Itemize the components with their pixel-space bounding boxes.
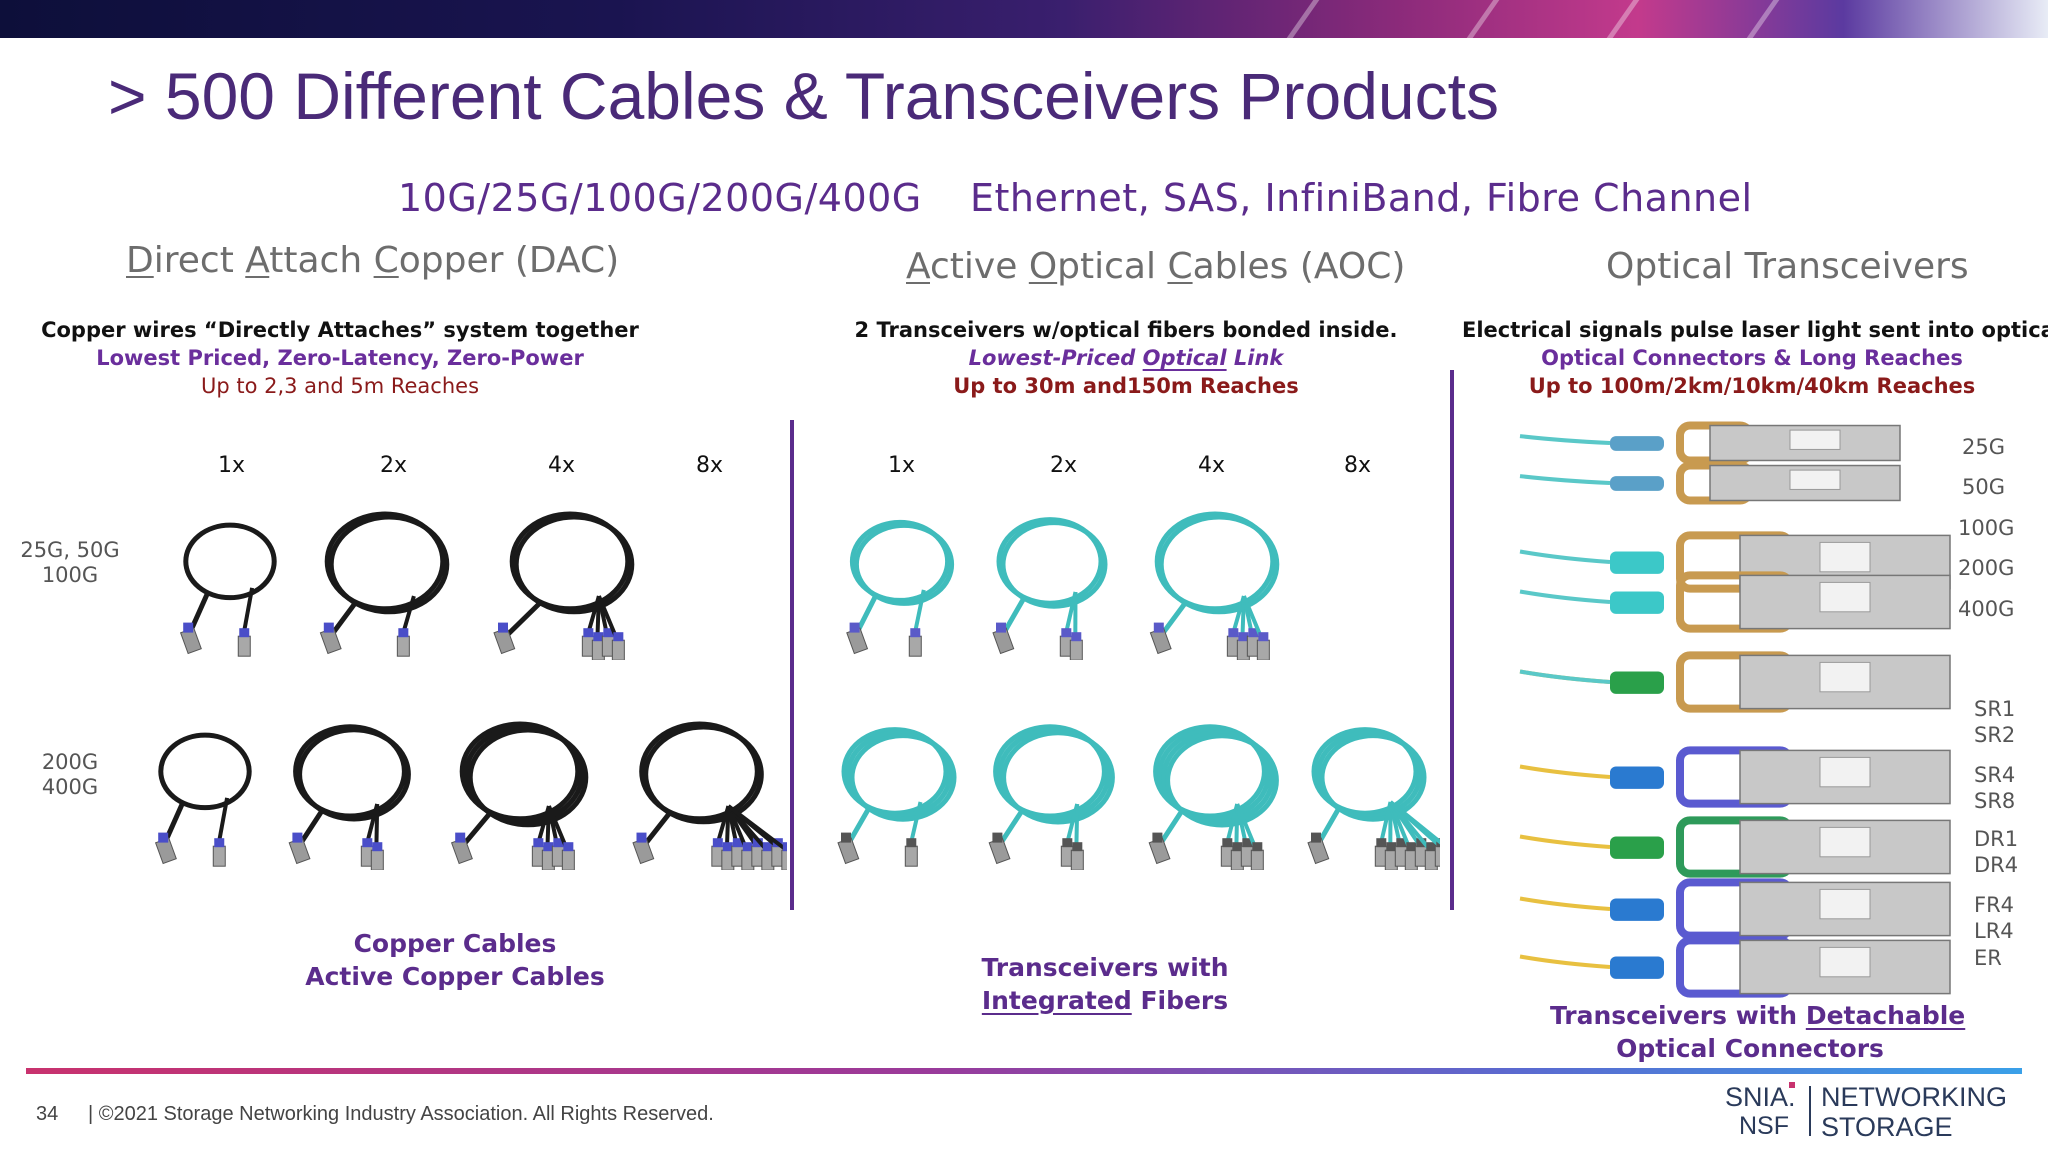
aoc-mult-4x: 4x xyxy=(1198,453,1226,478)
dac-mult-2x: 2x xyxy=(380,453,408,478)
aoc-cable-200g-2x xyxy=(988,724,1115,870)
column-divider-1 xyxy=(790,420,794,910)
dac-mult-8x: 8x xyxy=(696,453,724,478)
optical-speed-400g: 400G xyxy=(1958,597,2015,621)
svg-text:NETWORKING: NETWORKING xyxy=(1821,1082,2007,1112)
dac-cable-25g-2x xyxy=(319,511,450,657)
dac-cable-200g-4x xyxy=(450,721,589,870)
dac-heading: Direct Attach Copper (DAC) xyxy=(126,240,620,281)
aoc-cable-25g-1x xyxy=(846,519,955,657)
dac-desc-2: Lowest Priced, Zero-Latency, Zero-Power xyxy=(96,346,584,370)
dac-cable-25g-4x xyxy=(493,511,635,660)
copyright-text: | ©2021 Storage Networking Industry Asso… xyxy=(88,1103,714,1125)
optical-transceiver-1 xyxy=(1519,421,1901,465)
optical-transceiver-8 xyxy=(1519,878,1951,940)
optical-transceiver-6 xyxy=(1519,746,1951,808)
aoc-cable-200g-8x xyxy=(1307,727,1440,870)
protocols-line: Ethernet, SAS, InfiniBand, Fibre Channel xyxy=(970,176,1753,220)
dac-description: Copper wires “Directly Attaches” system … xyxy=(40,318,640,398)
aoc-mult-8x: 8x xyxy=(1344,453,1372,478)
aoc-desc-3: Up to 30m and150m Reaches xyxy=(953,374,1299,398)
optical-description: Electrical signals pulse laser light sen… xyxy=(1462,318,2048,398)
dac-mult-1x: 1x xyxy=(218,453,246,478)
optical-speed-50g: 50G xyxy=(1962,475,2005,499)
optical-desc-3: Up to 100m/2km/10km/40km Reaches xyxy=(1528,374,1976,398)
optical-transceiver-7 xyxy=(1519,816,1951,878)
optical-speed-100g: 100G xyxy=(1958,516,2015,540)
svg-text:NSF: NSF xyxy=(1739,1112,1789,1140)
optical-transceiver-2 xyxy=(1519,461,1901,505)
dac-cable-200g-2x xyxy=(288,724,411,870)
dac-desc-3: Up to 2,3 and 5m Reaches xyxy=(200,374,480,398)
aoc-mult-2x: 2x xyxy=(1050,453,1078,478)
optical-caption: Transceivers with Detachable Optical Con… xyxy=(1550,1001,1966,1063)
dac-cable-200g-1x xyxy=(154,732,252,867)
svg-text:SNIA.: SNIA. xyxy=(1725,1082,1796,1112)
optical-desc-1: Electrical signals pulse laser light sen… xyxy=(1462,318,2048,342)
optical-speed-200g: 200G xyxy=(1958,556,2015,580)
page-number: 34 xyxy=(36,1103,59,1125)
optical-transceiver-4 xyxy=(1519,571,1951,633)
optical-speed-25g: 25G xyxy=(1962,435,2005,459)
aoc-desc-2: Lowest-Priced Optical Link xyxy=(968,346,1284,370)
top-banner xyxy=(0,0,2048,38)
aoc-cable-200g-4x xyxy=(1148,724,1279,870)
dac-cable-25g-1x xyxy=(179,522,277,657)
footer-gradient-line xyxy=(26,1068,2022,1074)
page-title: > 500 Different Cables & Transceivers Pr… xyxy=(108,59,1499,133)
aoc-description: 2 Transceivers w/optical fibers bonded i… xyxy=(826,318,1426,398)
dac-mult-4x: 4x xyxy=(548,453,576,478)
aoc-cable-25g-2x xyxy=(992,517,1108,660)
speeds-line: 10G/25G/100G/200G/400G xyxy=(398,176,922,220)
optical-transceiver-9 xyxy=(1519,936,1951,998)
optical-heading: Optical Transceivers xyxy=(1606,246,1969,287)
snia-nsf-logo: SNIA. NSF NETWORKING STORAGE xyxy=(1725,1082,2007,1140)
column-divider-2 xyxy=(1450,370,1454,910)
aoc-desc-1: 2 Transceivers w/optical fibers bonded i… xyxy=(854,318,1398,342)
aoc-cable-25g-4x xyxy=(1149,511,1280,660)
dac-desc-1: Copper wires “Directly Attaches” system … xyxy=(41,318,639,342)
optical-desc-2: Optical Connectors & Long Reaches xyxy=(1541,346,1963,370)
dac-cable-200g-8x xyxy=(632,721,787,870)
aoc-heading: Active Optical Cables (AOC) xyxy=(906,246,1406,287)
aoc-caption: Transceivers with Integrated Fibers xyxy=(981,953,1229,1015)
aoc-mult-1x: 1x xyxy=(888,453,916,478)
optical-transceiver-5 xyxy=(1519,651,1951,713)
aoc-cable-200g-1x xyxy=(837,727,957,867)
svg-text:STORAGE: STORAGE xyxy=(1821,1112,1953,1140)
